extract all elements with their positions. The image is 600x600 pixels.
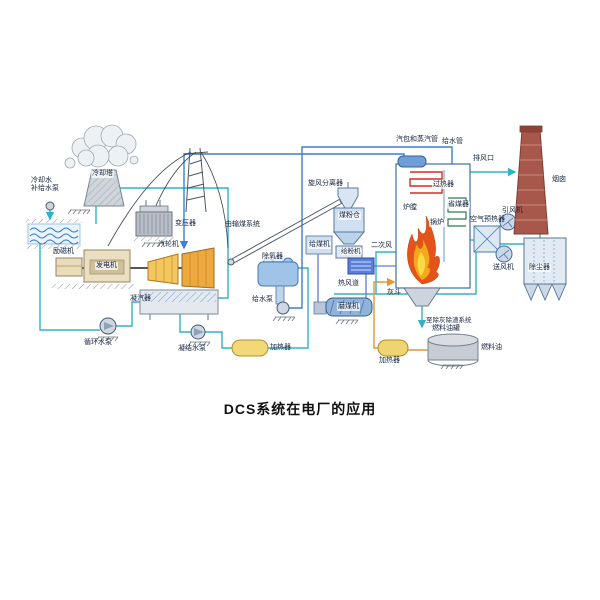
label-coal-feeder: 给煤机 (308, 241, 331, 250)
label-makeup-pump: 冷却水 补给水泵 (31, 177, 59, 193)
lp-heater-shape (231, 339, 269, 357)
superheater-coil (409, 171, 443, 194)
label-air-preheater: 空气预热器 (470, 216, 505, 223)
label-cyclone-separator: 旋风分离器 (308, 180, 343, 187)
transmission-tower (183, 147, 209, 213)
label-fuel-oil: 燃料油 (481, 344, 502, 351)
exhauster-box (347, 257, 375, 275)
transformer-icon (134, 200, 174, 241)
label-to-ash-removal: 至除灰除渣系统 (426, 317, 472, 324)
water-channel (26, 219, 82, 249)
label-steam-turbine: 汽轮机 (158, 241, 179, 248)
dust-collector-shape (523, 237, 567, 302)
label-feedwater-pump: 给水泵 (252, 296, 273, 303)
label-ash-hopper: 灰斗 (387, 289, 401, 296)
power-lines (107, 151, 229, 249)
label-feedwater-pipe: 给水管 (441, 138, 464, 147)
generator-foundation (52, 284, 136, 289)
label-exciter: 励磁机 (53, 248, 74, 255)
forced-fan-icon (495, 245, 513, 263)
ash-hopper-cone (403, 287, 441, 307)
label-drum-steam-pipes: 汽包和蒸汽管 (396, 136, 438, 143)
fuel-tank-shape (427, 333, 479, 370)
air-preheater-box (473, 225, 501, 253)
label-powder-feeder: 给粉机 (340, 248, 362, 256)
cooling-tower-shape (83, 169, 125, 207)
label-condenser: 凝汽器 (130, 295, 151, 302)
label-boiler: 锅炉 (429, 219, 445, 228)
label-fuel-oil-tank: 燃料油罐 (432, 325, 460, 332)
pipes-condensate-feedwater (179, 146, 457, 349)
label-cooling-tower: 冷却塔 (91, 170, 114, 179)
label-generator: 发电机 (95, 262, 118, 271)
steam-cloud (64, 124, 139, 169)
label-hot-air-duct: 热风道 (337, 280, 360, 289)
steam-drum (397, 155, 427, 168)
exciter-box (55, 257, 83, 277)
turbine-shapes (147, 247, 215, 289)
label-furnace: 炉膛 (402, 204, 418, 213)
label-induced-draft-fan: 引风机 (502, 207, 523, 214)
furnace-flame (407, 215, 440, 285)
label-circulating-pump: 循环水泵 (84, 339, 112, 346)
label-dust-collector: 除尘器 (528, 264, 551, 273)
label-fuel-oil-heater: 加热器 (379, 357, 400, 364)
induced-fan-icon (499, 213, 517, 231)
condensate-pump-icon (187, 324, 211, 347)
label-secondary-air: 二次风 (371, 242, 392, 249)
label-economizer: 省煤器 (447, 201, 470, 210)
label-lp-heater: 加热器 (270, 344, 291, 351)
circulating-pump-icon (95, 317, 119, 342)
label-deaerator: 除氧器 (261, 253, 284, 262)
label-coal-from-system: 由输煤系统 (225, 221, 260, 228)
label-condensate-pump: 凝结水泵 (178, 345, 206, 352)
fuel-heater-shape (377, 339, 409, 357)
label-exhaust-outlet: 排风口 (473, 155, 494, 162)
label-coal-bunker: 煤粉仓 (338, 212, 361, 221)
makeup-pump-icon (45, 201, 55, 211)
pipes-main-steam (179, 153, 405, 250)
chimney-shape (513, 125, 549, 235)
label-superheater: 过热器 (432, 181, 455, 190)
pipes-fuel-oil (373, 277, 428, 351)
condenser-box (139, 289, 219, 320)
label-chimney: 烟囱 (552, 176, 566, 183)
label-coal-mill: 磨煤机 (337, 303, 360, 312)
diagram-title: DCS系统在电厂的应用 (223, 401, 377, 417)
label-forced-draft-fan: 送风机 (493, 264, 514, 271)
coal-conveyor (227, 196, 347, 266)
feedwater-pump-icon (272, 301, 296, 322)
label-transformer: 变压器 (175, 220, 196, 227)
